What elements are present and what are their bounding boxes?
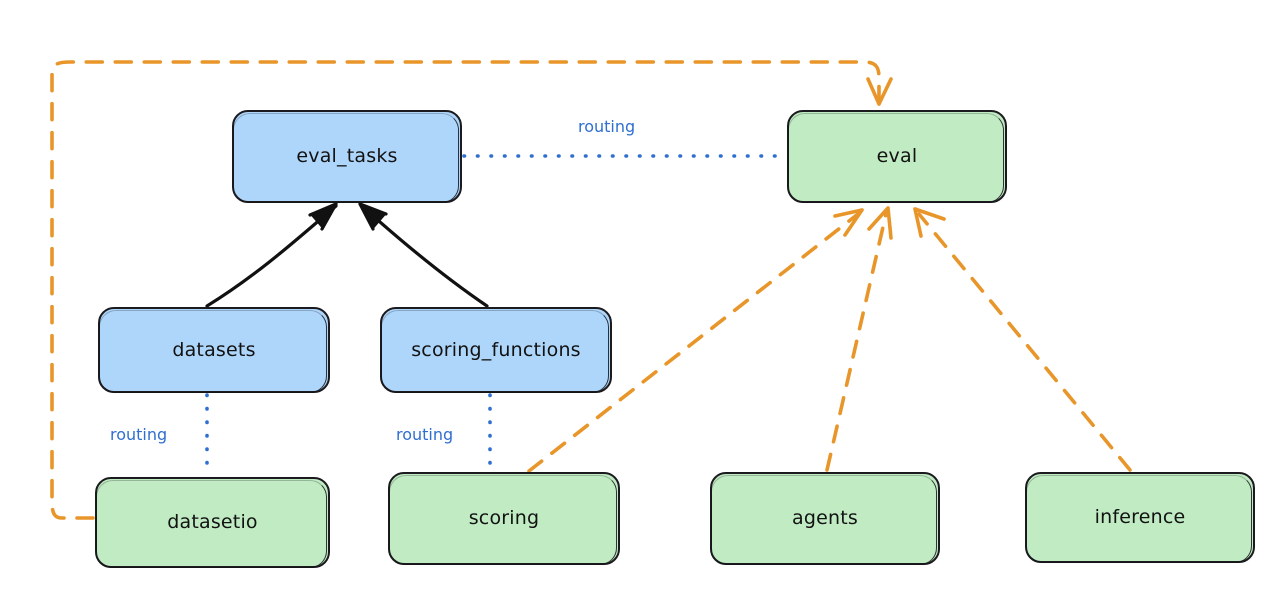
node-datasets[interactable]: datasets xyxy=(98,307,330,393)
node-label: scoring_functions xyxy=(411,338,581,361)
node-eval[interactable]: eval xyxy=(787,110,1007,203)
edge-datasetio-to-eval xyxy=(50,60,893,520)
edge-agents-to-eval xyxy=(825,206,893,472)
edge-label-routing-eval-tasks: routing xyxy=(578,117,636,136)
node-scoring-functions[interactable]: scoring_functions xyxy=(380,307,612,393)
edge-label-routing-scoring-functions: routing xyxy=(396,425,454,444)
node-label: agents xyxy=(792,507,858,530)
edge-label-routing-datasets: routing xyxy=(110,425,168,444)
node-label: eval xyxy=(876,145,918,168)
edge-datasets-to-eval-tasks xyxy=(205,202,339,308)
edge-scoring-functions-to-eval-tasks xyxy=(357,202,489,308)
node-inference[interactable]: inference xyxy=(1025,472,1255,563)
node-label: scoring xyxy=(468,507,540,530)
node-eval-tasks[interactable]: eval_tasks xyxy=(232,110,462,203)
node-datasetio[interactable]: datasetio xyxy=(95,477,330,568)
node-label: datasetio xyxy=(167,511,258,534)
node-label: datasets xyxy=(172,338,256,361)
edge-scoring-to-eval xyxy=(527,208,864,473)
node-label: inference xyxy=(1094,506,1186,529)
node-label: eval_tasks xyxy=(296,145,398,168)
edge-inference-to-eval xyxy=(913,207,1132,472)
node-agents[interactable]: agents xyxy=(710,472,940,565)
node-scoring[interactable]: scoring xyxy=(388,472,620,565)
